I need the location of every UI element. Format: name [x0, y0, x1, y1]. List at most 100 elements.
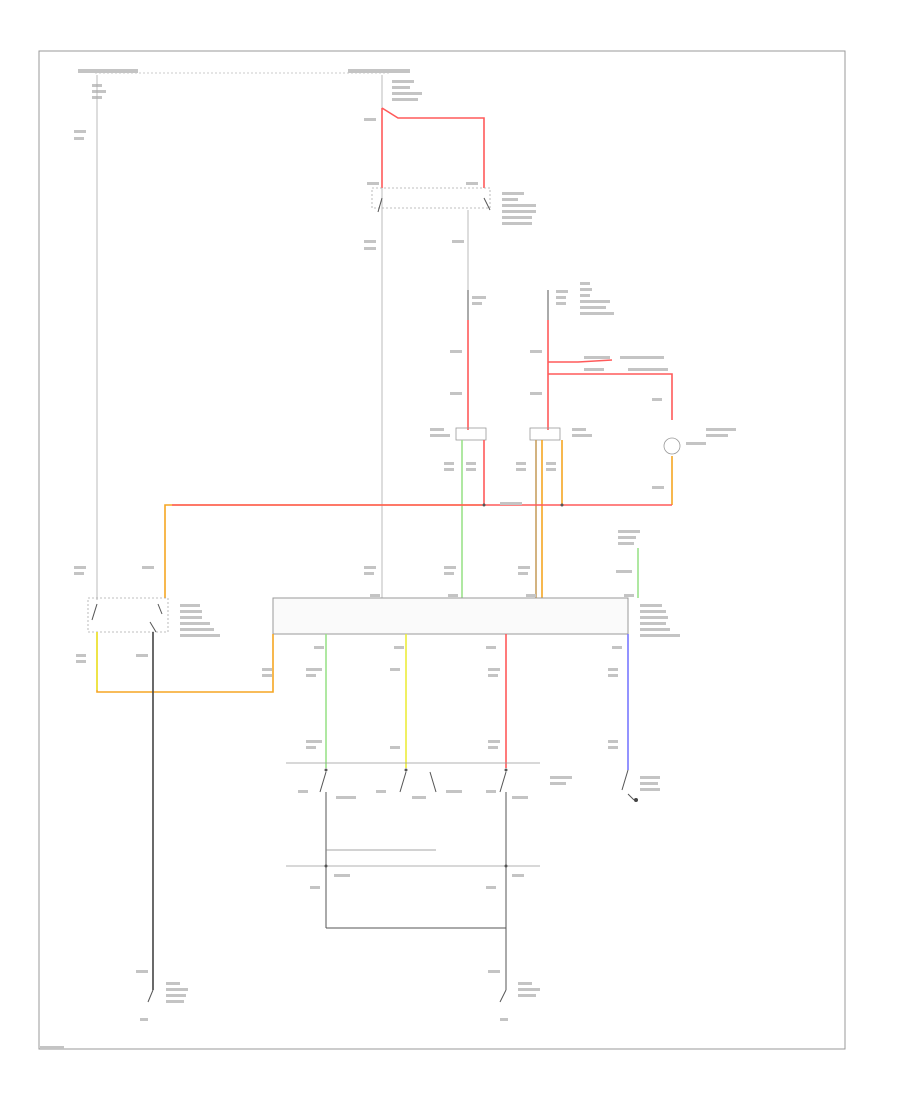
wire-label — [488, 740, 500, 743]
wire-label — [608, 674, 618, 677]
left-switch-contact-2 — [157, 603, 163, 615]
wire-label — [364, 240, 376, 243]
sensor-switch-ground — [627, 793, 635, 801]
sensor-label — [618, 542, 634, 545]
harness-label — [334, 874, 350, 877]
right-headlight — [529, 427, 561, 441]
wire-label — [608, 668, 618, 671]
switch-label — [550, 782, 566, 785]
wire-label — [518, 566, 530, 569]
relay-label-3 — [502, 204, 536, 207]
pin-label — [486, 646, 496, 649]
control-unit-label — [640, 622, 666, 625]
pin-label — [448, 594, 458, 597]
left-switch-contact-3 — [149, 621, 157, 633]
switch-pin-label — [298, 790, 308, 793]
sensor-label — [618, 536, 636, 539]
sensor-switch-label — [640, 788, 660, 791]
fuse-label — [556, 290, 568, 293]
fuse-label-left-2 — [92, 90, 106, 93]
wire-label — [530, 350, 542, 353]
headlight-label — [572, 434, 592, 437]
headlight-label — [430, 434, 450, 437]
wire-label — [364, 118, 376, 121]
left-switch-contact — [91, 603, 98, 621]
fuse-label-right-2 — [392, 86, 410, 89]
harness-terminal — [324, 864, 328, 868]
wire-label — [76, 660, 86, 663]
switch-contact-3 — [429, 771, 437, 793]
fuse-label — [556, 296, 566, 299]
relay-label-4 — [502, 210, 536, 213]
switch-terminal — [324, 768, 328, 772]
fuse-desc — [580, 288, 592, 291]
harness-label — [512, 874, 524, 877]
bottom-right-switch — [499, 989, 507, 1003]
wire-label — [516, 462, 526, 465]
wire-label — [136, 654, 148, 657]
wire-label — [262, 674, 272, 677]
fuse-desc — [580, 294, 590, 297]
power-label-right — [348, 69, 410, 73]
sensor-switch-label — [640, 776, 660, 779]
switch-label — [180, 634, 220, 637]
fuse-label-right-4 — [392, 98, 418, 101]
diagram-frame — [38, 50, 846, 1050]
wire-label — [546, 468, 556, 471]
control-unit-label — [640, 628, 670, 631]
headlight-label — [572, 428, 586, 431]
bottom-pin-label — [500, 1018, 508, 1021]
pin-label — [526, 594, 536, 597]
control-unit-label — [640, 634, 680, 637]
switch-pos-label — [446, 790, 462, 793]
wire-label — [306, 674, 316, 677]
fuse-label — [472, 302, 482, 305]
wire-label — [74, 130, 86, 133]
harness-label — [486, 886, 496, 889]
bottom-left-switch — [147, 989, 154, 1003]
wire-label — [444, 572, 454, 575]
wire-label — [364, 572, 374, 575]
wire-label — [466, 462, 476, 465]
red-wire-relay-feed — [381, 107, 485, 188]
bottom-left-label — [166, 988, 188, 991]
wire-label — [546, 462, 556, 465]
sensor-ground — [634, 798, 638, 802]
wire-label — [444, 462, 454, 465]
pin-label — [394, 646, 404, 649]
junction-dot — [482, 503, 486, 507]
relay-label-6 — [502, 222, 532, 225]
wire-label — [452, 240, 464, 243]
fuse-label — [556, 302, 566, 305]
wire-label — [390, 668, 400, 671]
bottom-left-label — [166, 994, 186, 997]
bottom-right-label — [518, 988, 540, 991]
wire-label — [608, 740, 618, 743]
switch-pos-label — [512, 796, 528, 799]
switch-label — [180, 610, 202, 613]
switch-label — [180, 628, 214, 631]
left-switch-box — [87, 597, 169, 633]
relay-label-5 — [502, 216, 532, 219]
harness-terminal — [504, 864, 508, 868]
switch-terminal — [504, 768, 508, 772]
pin-label — [612, 646, 622, 649]
fuse-label-right-3 — [392, 92, 422, 95]
wire-label — [620, 356, 664, 359]
wire-label — [364, 247, 376, 250]
relay-contact-left — [377, 197, 383, 213]
red-wire-branch — [548, 359, 613, 363]
fuse-desc — [580, 282, 590, 285]
bottom-right-label — [518, 994, 536, 997]
power-label-left — [78, 69, 138, 73]
switch-contact-1 — [319, 771, 327, 793]
control-unit-box — [272, 597, 629, 635]
relay-pin-label — [367, 182, 379, 185]
wire-label — [142, 566, 154, 569]
wire-label — [306, 746, 316, 749]
indicator-label — [686, 442, 706, 445]
fuse-label-right — [392, 80, 414, 83]
headlight-label — [430, 428, 444, 431]
